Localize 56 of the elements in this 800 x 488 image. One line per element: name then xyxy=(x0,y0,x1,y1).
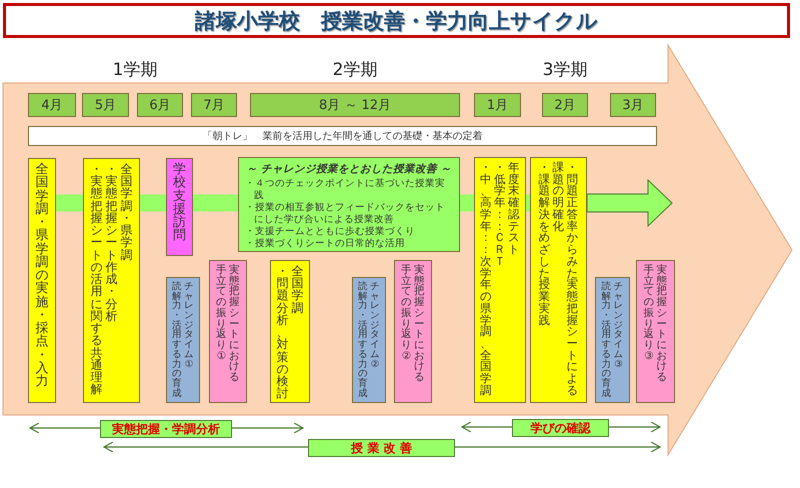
month-box xyxy=(28,93,76,117)
bullet-text: ・４つのチェックポイントに基づいた授業実践 xyxy=(245,178,446,202)
month-label: 7月 xyxy=(203,97,225,114)
box-text: 全国学調・問題分析、対策の検討 xyxy=(276,265,304,400)
activity-box xyxy=(83,158,140,403)
activity-box xyxy=(209,260,247,403)
box-text: 年度末確認テスト・低学年：：ＣＲＴ・中、高学年：：次学年の県学調、全国学調 xyxy=(479,162,521,397)
month-label: 8月 ～ 12月 xyxy=(318,97,392,114)
box-text: 全国学調・県学調・実態把握シート作成・分析・実態把握シートの活用に関する共通理解 xyxy=(90,163,134,396)
range-label: 実態把握・学調分析 xyxy=(100,420,232,438)
title: 諸塚小学校 授業改善・学力向上サイクル xyxy=(3,3,790,38)
term-label: 3学期 xyxy=(542,59,588,81)
activity-box xyxy=(166,277,200,403)
activity-box xyxy=(238,157,460,252)
box-text: チャレンジタイム③読解力・活用する力の育成 xyxy=(601,282,624,398)
month-box xyxy=(82,93,129,117)
flow-arrow xyxy=(586,178,673,228)
month-label: 5月 xyxy=(94,97,116,114)
activity-box xyxy=(595,277,630,403)
bullet-text: ・授業づくりシートの日常的な活用 xyxy=(245,238,406,250)
month-box xyxy=(542,93,588,117)
activity-box xyxy=(530,157,587,403)
box-text: チャレンジタイム②読解力・活用する力の育成 xyxy=(358,282,380,398)
month-box xyxy=(474,93,521,117)
month-label: 6月 xyxy=(149,97,171,114)
term-label: 1学期 xyxy=(112,59,158,81)
range-label: 学びの確認 xyxy=(512,419,609,437)
term-label: 2学期 xyxy=(332,59,378,81)
month-label: 3月 xyxy=(622,97,644,114)
activity-box xyxy=(28,158,56,403)
bullet-text: ・授業の相互参観とフィードバックをセットにした学び合いによる授業改善 xyxy=(245,202,446,226)
month-box xyxy=(610,93,656,117)
box-text: ・問題正答率からみた実態把握シートによる課題の明確化・課題解決をめざした授業実践 xyxy=(538,162,580,397)
box-text: 実態把握シートにおける手立ての振り返り③ xyxy=(642,265,668,383)
box-text: 実態把握シートにおける手立ての振り返り① xyxy=(215,265,241,383)
month-label: 1月 xyxy=(486,97,508,114)
activity-box xyxy=(636,260,675,403)
activity-box xyxy=(270,260,310,403)
range-label: 授 業 改 善 xyxy=(308,439,455,457)
banner-text: 「朝トレ」 業前を活用した年間を通しての基礎・基本の定着 xyxy=(202,130,482,143)
month-label: 2月 xyxy=(554,97,576,114)
month-box xyxy=(137,93,183,117)
month-box xyxy=(191,93,237,117)
activity-box xyxy=(352,277,386,403)
bullet-text: ・支援チームとともに歩む授業づくり xyxy=(245,226,416,238)
activity-box xyxy=(166,158,193,256)
month-label: 4月 xyxy=(41,97,63,114)
activity-box xyxy=(394,260,432,403)
box-text: 学校支援訪問 xyxy=(172,163,187,243)
box-text: チャレンジタイム①読解力・活用する力の育成 xyxy=(172,282,194,398)
banner-box xyxy=(28,126,657,146)
box-text: 実態把握シートにおける手立ての振り返り② xyxy=(400,265,426,383)
activity-box xyxy=(474,157,526,403)
box-text: 全国学調・県学調の実施・採点・入力 xyxy=(34,163,50,389)
box-heading: ～ チャレンジ授業をとおした授業改善 ～ xyxy=(245,163,453,175)
month-box xyxy=(250,93,460,117)
